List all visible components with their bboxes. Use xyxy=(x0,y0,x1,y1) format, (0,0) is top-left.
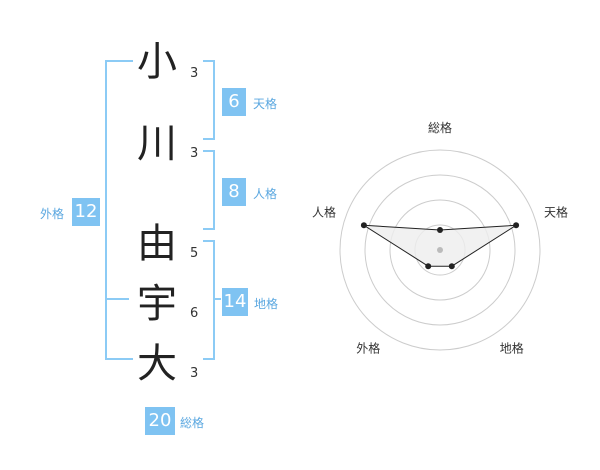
chi-bracket-tick xyxy=(213,298,221,300)
stroke-count-2: 3 xyxy=(190,146,199,161)
stroke-count-5: 3 xyxy=(190,366,199,381)
radar-point-3 xyxy=(448,263,455,270)
radar-ring-4 xyxy=(339,149,541,351)
radar-point-5 xyxy=(360,222,367,229)
name-char-1: 小 xyxy=(137,39,177,85)
name-char-2: 川 xyxy=(137,121,177,167)
jin-kaku-label: 人格 xyxy=(253,187,278,201)
chi-kaku-label: 地格 xyxy=(254,297,279,311)
sou-kaku-label: 総格 xyxy=(180,416,205,430)
radar-ring-3 xyxy=(364,174,516,326)
name-char-5: 大 xyxy=(137,341,177,387)
stroke-count-4: 6 xyxy=(190,306,199,321)
gai-kaku-value: 12 xyxy=(72,198,100,226)
chi-kaku-value: 14 xyxy=(222,288,248,316)
name-char-4: 宇 xyxy=(137,281,177,327)
radar-point-4 xyxy=(425,263,432,270)
ten-kaku-label: 天格 xyxy=(253,97,278,111)
jin-bracket xyxy=(203,150,215,230)
radar-axis-label-5: 人格 xyxy=(312,204,336,219)
gai-kaku-label: 外格 xyxy=(40,207,65,221)
radar-axis-label-4: 外格 xyxy=(356,341,380,356)
radar-axis-label-1: 総格 xyxy=(428,120,452,135)
chi-bracket xyxy=(203,240,215,360)
radar-point-2 xyxy=(513,222,520,229)
stroke-count-3: 5 xyxy=(190,246,199,261)
stroke-count-1: 3 xyxy=(190,66,199,81)
radar-point-1 xyxy=(437,227,443,233)
ten-kaku-value: 6 xyxy=(222,88,246,116)
radar-ring-2 xyxy=(389,199,491,301)
radar-center-dot xyxy=(437,247,443,253)
jin-kaku-value: 8 xyxy=(222,178,246,206)
sou-kaku-value: 20 xyxy=(145,407,175,435)
gai-bracket xyxy=(105,60,133,360)
radar-axis-label-3: 地格 xyxy=(500,341,524,356)
ten-bracket xyxy=(203,60,215,140)
radar-axis-label-2: 天格 xyxy=(544,204,568,219)
radar-polygon xyxy=(363,224,517,267)
name-char-3: 由 xyxy=(137,221,177,267)
gai-bracket-divider xyxy=(105,298,129,300)
